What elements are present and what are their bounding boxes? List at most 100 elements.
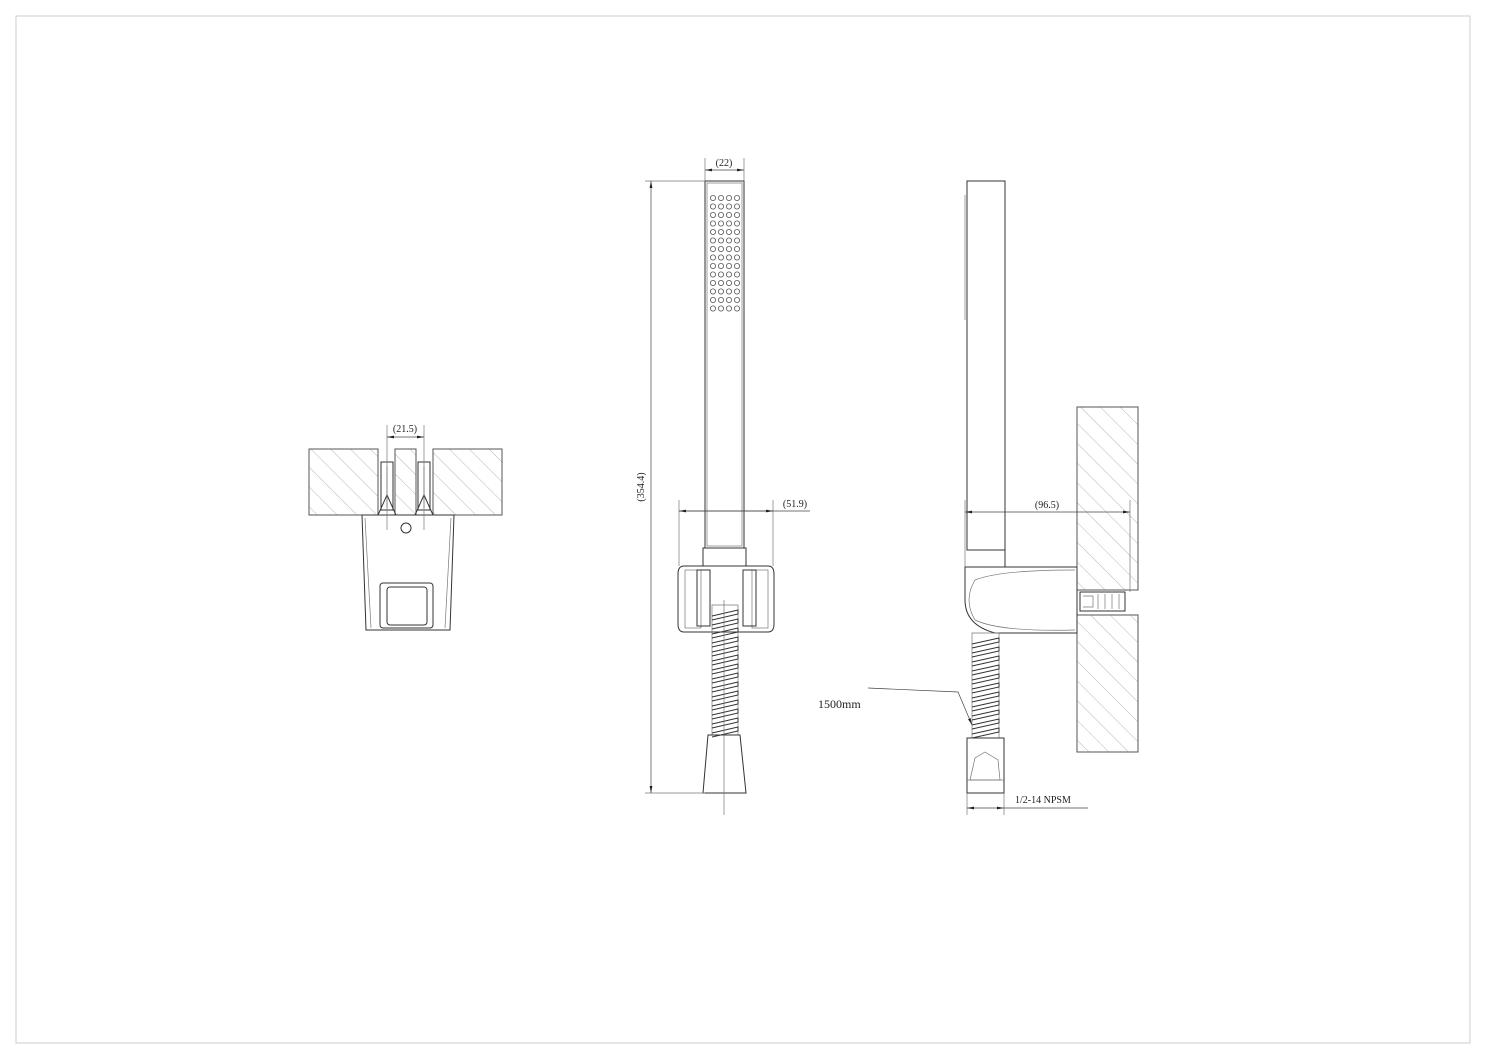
spray-nozzle: [710, 203, 717, 210]
spray-nozzle: [710, 194, 717, 201]
spray-nozzle: [726, 288, 733, 295]
hose-length-label: 1500mm: [818, 697, 861, 711]
wall-section-upper: [1076, 406, 1139, 591]
spray-nozzle: [710, 271, 717, 278]
spray-nozzle: [726, 220, 733, 227]
spray-nozzle: [718, 237, 725, 244]
dimension-label-354-4: (354.4): [636, 472, 647, 501]
hose-coil: [711, 690, 739, 702]
hose-coil: [971, 718, 1000, 730]
spray-nozzle: [710, 245, 717, 252]
spray-nozzle: [734, 220, 741, 227]
hand-shower-body: [704, 180, 745, 549]
spray-nozzle: [726, 194, 733, 201]
spray-nozzle: [734, 211, 741, 218]
hose-coil: [971, 682, 1000, 694]
spray-nozzle: [726, 262, 733, 269]
spray-nozzle-grid: [710, 194, 741, 312]
spray-nozzle: [726, 279, 733, 286]
hose-coil: [971, 709, 1000, 721]
spray-nozzle: [734, 203, 741, 210]
hose-coil: [711, 717, 739, 729]
left-view-wall-bracket: (21.5): [308, 424, 503, 631]
wall-section-lower: [1076, 614, 1139, 753]
spray-nozzle: [718, 254, 725, 261]
hose-coil: [971, 655, 1000, 667]
wall-section-middle: [394, 448, 417, 516]
spray-nozzle: [734, 254, 741, 261]
hose-coil: [971, 637, 1000, 649]
spray-nozzle: [734, 194, 741, 201]
wall-section-right: [432, 448, 503, 516]
hose-coil: [711, 654, 739, 666]
dimension-label-96-5: (96.5): [1035, 500, 1059, 511]
wall-holder-side: [964, 566, 1078, 634]
spray-nozzle: [718, 262, 725, 269]
spray-nozzle: [710, 305, 717, 312]
spray-nozzle: [718, 220, 725, 227]
wall-anchor-side: [1079, 591, 1126, 612]
spray-nozzle: [734, 271, 741, 278]
spray-nozzle: [726, 271, 733, 278]
spray-nozzle: [710, 211, 717, 218]
spray-nozzle: [734, 279, 741, 286]
hose-coil: [711, 726, 739, 738]
dimension-label-22: (22): [716, 158, 733, 169]
hand-shower-side-body: [966, 180, 1006, 551]
spray-nozzle: [718, 194, 725, 201]
spray-nozzle: [726, 237, 733, 244]
hose-coil: [971, 673, 1000, 685]
hose-length-leader: [867, 687, 973, 726]
front-view-hand-shower: (22) (354.4) (51.9): [636, 158, 810, 815]
spray-nozzle: [710, 254, 717, 261]
spray-nozzle: [718, 245, 725, 252]
hose-coil: [971, 727, 1000, 739]
spray-nozzle: [710, 262, 717, 269]
spray-nozzle: [718, 288, 725, 295]
hose-coil: [711, 636, 739, 648]
hose-coil: [711, 627, 739, 639]
hose-coil: [971, 700, 1000, 712]
hose-side: [971, 632, 1000, 739]
spray-nozzle: [710, 279, 717, 286]
spray-nozzle: [734, 228, 741, 235]
spray-nozzle: [734, 296, 741, 303]
hose-coil: [711, 708, 739, 720]
hose-coil: [711, 672, 739, 684]
hose-coil: [971, 664, 1000, 676]
hose-coil: [971, 646, 1000, 658]
spray-nozzle: [734, 288, 741, 295]
spray-nozzle: [710, 296, 717, 303]
spray-nozzle: [726, 254, 733, 261]
spray-nozzle: [718, 228, 725, 235]
spray-nozzle: [718, 203, 725, 210]
spray-nozzle: [718, 271, 725, 278]
hose-coil: [971, 691, 1000, 703]
side-view-hand-shower: (96.5) 1500mm 1/2-14 NPSM: [818, 180, 1139, 815]
spray-nozzle: [726, 228, 733, 235]
wall-holder-front: [677, 565, 775, 633]
spray-nozzle: [734, 245, 741, 252]
spray-nozzle: [726, 296, 733, 303]
spray-nozzle: [710, 237, 717, 244]
spray-nozzle: [734, 305, 741, 312]
hose-coil: [711, 609, 739, 621]
dimension-label-51-9: (51.9): [783, 499, 807, 510]
dimension-label-21-5: (21.5): [393, 424, 417, 435]
spray-nozzle: [718, 305, 725, 312]
hose-nut-cone: [702, 734, 747, 794]
spray-nozzle: [718, 211, 725, 218]
hose-connector-square: [386, 586, 428, 626]
hose-coil: [711, 645, 739, 657]
bracket-body: [361, 514, 455, 631]
hose-coil: [711, 618, 739, 630]
wall-section-left: [308, 448, 379, 516]
spray-nozzle: [726, 305, 733, 312]
spray-nozzle: [726, 211, 733, 218]
spray-nozzle: [726, 245, 733, 252]
spray-nozzle: [710, 288, 717, 295]
hose-coil: [711, 699, 739, 711]
spray-nozzle: [710, 220, 717, 227]
spray-nozzle: [710, 228, 717, 235]
